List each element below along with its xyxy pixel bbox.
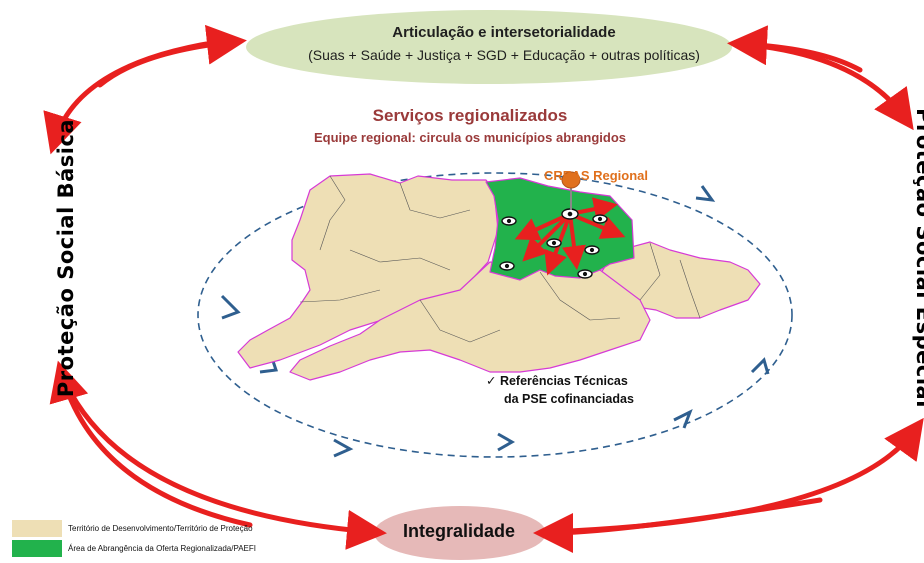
map (237, 173, 761, 381)
arrow-bottom-left-start (49, 360, 253, 528)
bottom-ellipse (374, 506, 546, 560)
target-icon (546, 238, 562, 248)
bottom-node-title: Integralidade (402, 521, 516, 541)
references-text: ✓ Referências Técnicas da PSE cofinancia… (486, 372, 634, 408)
creas-label: CREAS Regional (544, 168, 649, 183)
legend-label: Território de Desenvolvimento/Território… (68, 524, 253, 533)
chevron-icon (333, 438, 354, 458)
map-beige-region (237, 173, 499, 369)
pin-icon (561, 171, 581, 210)
legend-item-coverage: Área de Abrangência da Oferta Regionaliz… (12, 540, 256, 557)
target-icon (584, 245, 600, 255)
chevron-icon (673, 408, 693, 429)
dashed-cycle (197, 172, 793, 458)
center-subtitle: Equipe regional: circula os municípios a… (313, 130, 627, 145)
references-line-1: ✓ Referências Técnicas (486, 374, 628, 388)
target-icon (561, 208, 579, 220)
legend-label: Área de Abrangência da Oferta Regionaliz… (68, 544, 256, 553)
arrow-bottom-right (545, 417, 924, 535)
creas-dispersion-arrows (514, 197, 626, 276)
arrow-top-right-start (727, 25, 863, 73)
top-node-title: Articulação e intersetorialidade (392, 24, 616, 41)
legend-item-territory: Território de Desenvolvimento/Território… (12, 520, 253, 537)
arrow-bottom-right-start (533, 497, 823, 553)
references-line-2: da PSE cofinanciadas (504, 392, 634, 406)
right-side-label: Proteção Social Especial (912, 108, 924, 408)
arrow-bottom-left (59, 372, 387, 550)
target-icon (499, 261, 515, 271)
legend-swatch-beige (12, 520, 62, 537)
target-icon (501, 216, 517, 226)
top-node-subtitle: (Suas + Saúde + Justiça + SGD + Educação… (308, 47, 700, 63)
arrow-top-left-start (97, 24, 247, 88)
top-ellipse (246, 10, 732, 84)
target-markers (499, 208, 608, 279)
chevron-icon (750, 357, 770, 375)
arrow-top-left (43, 37, 235, 155)
target-icon (592, 214, 608, 224)
target-icon (577, 269, 593, 279)
center-title: Serviços regionalizados (372, 106, 568, 125)
legend-swatch-green (12, 540, 62, 557)
left-side-label: Proteção Social Básica (54, 118, 78, 398)
map-beige-south (289, 261, 651, 381)
chevron-icon (220, 294, 241, 320)
chevron-icon (497, 432, 516, 452)
red-cycle-arrows (43, 24, 924, 553)
chevron-icon (695, 185, 716, 202)
